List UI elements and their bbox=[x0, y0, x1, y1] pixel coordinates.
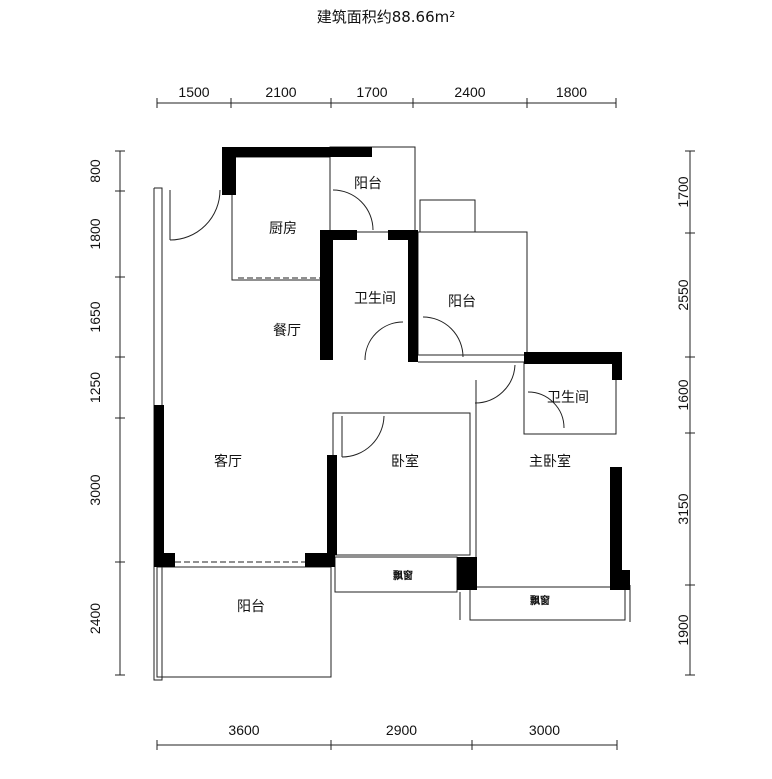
dimension-label: 1900 bbox=[675, 614, 691, 645]
dimension-label: 1500 bbox=[178, 84, 209, 100]
room-label-balcony-middle: 阳台 bbox=[448, 294, 476, 310]
dimension-label: 1600 bbox=[675, 379, 691, 410]
room-label-dining: 餐厅 bbox=[273, 323, 301, 339]
room-label-living: 客厅 bbox=[214, 453, 242, 470]
room-label-bathroom-master: 卫生间 bbox=[547, 390, 589, 406]
bedroom-door bbox=[341, 415, 385, 458]
dimension-label: 1250 bbox=[87, 372, 103, 403]
middle-balcony-door bbox=[422, 316, 464, 358]
dimension-label: 1800 bbox=[556, 84, 587, 100]
dimension-label: 2100 bbox=[265, 84, 296, 100]
walls bbox=[153, 146, 631, 681]
dimension-label: 2400 bbox=[87, 603, 103, 634]
dimension-label: 2400 bbox=[454, 84, 485, 100]
dimension-label: 3150 bbox=[675, 493, 691, 524]
dimension-label: 1800 bbox=[87, 218, 103, 249]
room-label-bay-window-master: 飘窗 bbox=[530, 594, 550, 607]
room-label-balcony-living: 阳台 bbox=[237, 599, 265, 615]
storage-box bbox=[419, 199, 476, 233]
room-label-balcony-kitchen: 阳台 bbox=[354, 176, 382, 192]
dimension-label: 3000 bbox=[87, 474, 103, 505]
dimension-label: 3600 bbox=[228, 722, 259, 738]
room-label-kitchen: 厨房 bbox=[269, 221, 297, 237]
dimension-label: 800 bbox=[87, 159, 103, 183]
room-label-bedroom: 卧室 bbox=[391, 453, 419, 470]
room-label-bathroom-common: 卫生间 bbox=[354, 291, 396, 307]
dimension-label: 3000 bbox=[529, 722, 560, 738]
kitchen-outline bbox=[231, 156, 331, 281]
room-label-bay-window-bedroom: 飘窗 bbox=[393, 569, 413, 582]
entry-door bbox=[169, 189, 221, 241]
hall-door bbox=[474, 364, 516, 404]
bath-door bbox=[364, 321, 404, 361]
master-bath-door bbox=[527, 391, 565, 429]
dimension-label: 2550 bbox=[675, 279, 691, 310]
dimension-lines bbox=[115, 98, 695, 750]
balcony-door bbox=[332, 189, 374, 231]
thick-walls bbox=[154, 147, 630, 590]
kitchen-balcony-outline bbox=[329, 146, 416, 233]
living-balcony-outline bbox=[156, 566, 332, 678]
bay-window-master-outline bbox=[469, 586, 626, 621]
dimension-label: 1700 bbox=[356, 84, 387, 100]
dimension-label: 2900 bbox=[386, 722, 417, 738]
floor-area-title: 建筑面积约88.66m² bbox=[316, 8, 456, 26]
bedroom-outline bbox=[332, 412, 471, 556]
dimension-label: 1650 bbox=[87, 301, 103, 332]
room-label-master-bedroom: 主卧室 bbox=[529, 453, 571, 470]
dimension-label: 1700 bbox=[675, 176, 691, 207]
